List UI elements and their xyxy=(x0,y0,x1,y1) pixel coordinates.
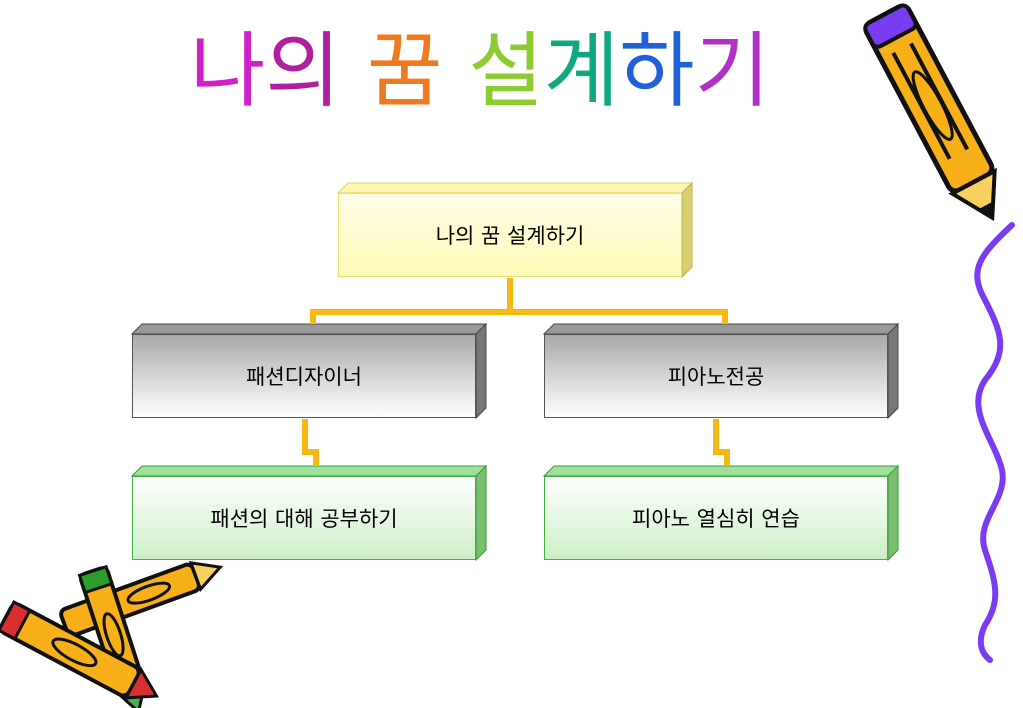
branch-node-fashion-designer: 패션디자이너 xyxy=(132,334,476,418)
connector-branch2-to-leaf xyxy=(713,419,730,466)
title-char: 의 xyxy=(265,24,341,119)
root-node: 나의 꿈 설계하기 xyxy=(338,193,682,277)
leaf-node-label: 패션의 대해 공부하기 xyxy=(210,507,398,531)
title-char: 계 xyxy=(543,24,620,119)
branch-node-label: 패션디자이너 xyxy=(246,365,362,389)
title-char: 꿈 xyxy=(366,24,443,119)
leaf-node-label: 피아노 열심히 연습 xyxy=(632,507,800,531)
crayons-icon xyxy=(0,561,224,708)
title-char: 하 xyxy=(619,24,695,119)
leaf-node-study-fashion: 패션의 대해 공부하기 xyxy=(132,476,476,560)
branch-node-piano-major: 피아노전공 xyxy=(544,334,888,418)
leaf-node-practice-piano: 피아노 열심히 연습 xyxy=(544,476,888,560)
root-node-label: 나의 꿈 설계하기 xyxy=(435,224,585,248)
squiggle-line xyxy=(974,222,1015,663)
branch-node-label: 피아노전공 xyxy=(667,365,765,389)
pencil-icon xyxy=(863,3,997,222)
connector-root-to-branches xyxy=(310,278,728,324)
title-char: 설 xyxy=(468,24,544,119)
title-char: 나 xyxy=(189,24,266,119)
connector-branch1-to-leaf xyxy=(302,419,319,466)
title-char: 기 xyxy=(694,24,771,119)
connectors xyxy=(302,278,730,466)
